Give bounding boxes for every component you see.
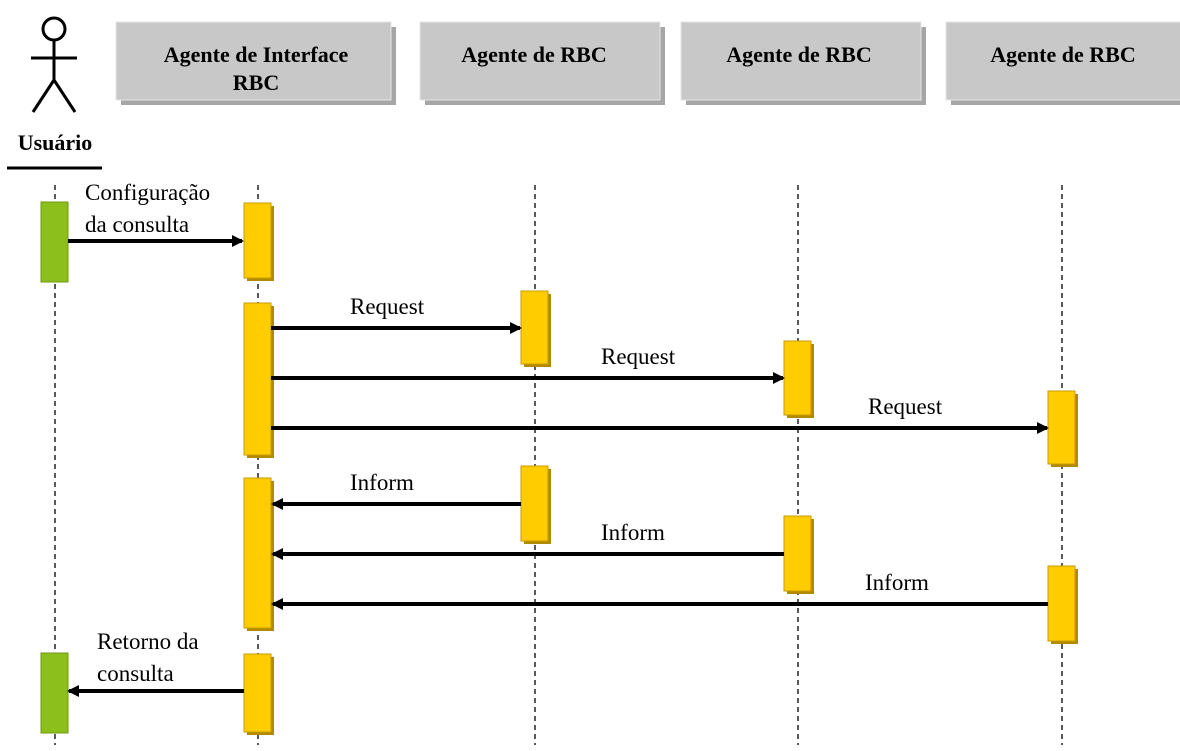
participant-label-line1: Agente de Interface	[164, 42, 349, 67]
actor-usuario: Usuário	[7, 16, 102, 170]
message-label: Request	[601, 344, 676, 369]
message-label: Inform	[601, 520, 665, 545]
activation-rbc-1-inform	[520, 465, 551, 544]
activation-rbc-2-request	[783, 340, 814, 418]
activation-interface-2	[243, 302, 274, 458]
message-inform-2: Inform	[271, 520, 784, 560]
activation-rbc-3-inform	[1047, 565, 1078, 644]
message-inform-3: Inform	[271, 570, 1048, 610]
message-label: Request	[350, 294, 425, 319]
participant-header-rbc-1: Agente de RBC	[419, 21, 665, 105]
activation-rbc-3-request	[1047, 390, 1078, 467]
actor-label: Usuário	[18, 130, 93, 155]
activation-user-1	[40, 201, 69, 283]
activation-interface-1	[243, 202, 274, 281]
message-request-3: Request	[271, 394, 1049, 434]
participant-label: Agente de RBC	[990, 42, 1135, 67]
message-inform-1: Inform	[271, 470, 521, 510]
message-request-2: Request	[271, 344, 785, 384]
message-label-line2: consulta	[97, 661, 174, 686]
message-request-1: Request	[271, 294, 522, 334]
participant-header-rbc-3: Agente de RBC	[945, 21, 1180, 105]
message-label-line2: da consulta	[85, 212, 189, 237]
participant-label: Agente de RBC	[726, 42, 871, 67]
message-label-line1: Retorno da	[97, 629, 199, 654]
participant-header-rbc-2: Agente de RBC	[680, 21, 926, 105]
participant-header-interface: Agente de Interface RBC	[115, 21, 396, 105]
activation-interface-4	[243, 653, 274, 735]
activation-rbc-1-request	[520, 290, 551, 367]
participant-label-line2: RBC	[233, 70, 279, 95]
message-retorno: Retorno da consulta	[67, 629, 244, 697]
lifelines	[54, 185, 1063, 745]
message-label: Inform	[865, 570, 929, 595]
activation-rbc-2-inform	[783, 515, 814, 594]
activation-user-2	[40, 652, 69, 734]
message-label: Inform	[350, 470, 414, 495]
message-label: Request	[868, 394, 943, 419]
message-label-line1: Configuração	[85, 180, 210, 205]
activation-interface-3	[243, 477, 274, 631]
stick-figure-icon	[31, 16, 77, 113]
participant-label: Agente de RBC	[461, 42, 606, 67]
message-configuracao: Configuração da consulta	[68, 180, 244, 247]
